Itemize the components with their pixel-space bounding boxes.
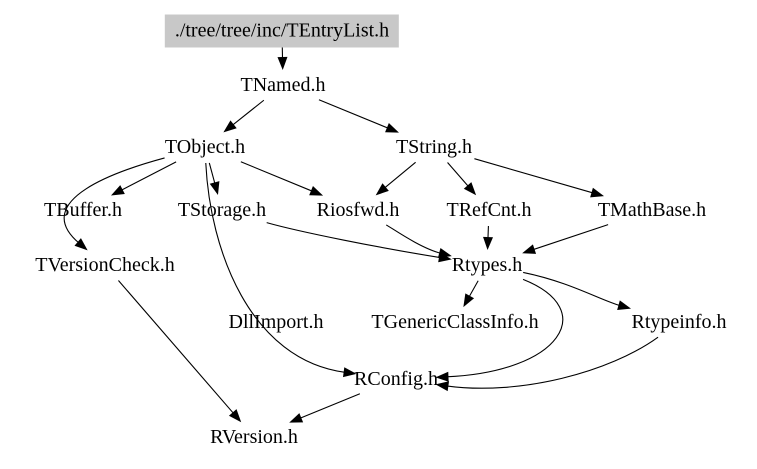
- edge-tobject-to-rconfig-arrowhead: [342, 367, 357, 378]
- edge-riosfwd-to-rtypes: [385, 224, 442, 254]
- edge-tnamed-to-tobject: [231, 99, 265, 126]
- edge-tobject-to-tstorage: [208, 162, 216, 185]
- edge-rconfig-to-rversion-arrowhead: [289, 413, 304, 423]
- edge-rtypes-to-rconfig-arrowhead: [435, 371, 449, 382]
- edge-tstorage-to-rtypes: [266, 222, 442, 259]
- edge-tobject-to-riosfwd-arrowhead: [309, 186, 324, 196]
- edge-tstring-to-tmathbase-arrowhead: [590, 187, 605, 198]
- edge-rtypes-to-tgeneric-arrowhead: [463, 293, 475, 308]
- edge-trefcnt-to-rtypes-arrowhead: [483, 236, 494, 251]
- edge-tnamed-to-tstring-arrowhead: [385, 123, 399, 133]
- edge-tobject-to-rconfig: [205, 162, 346, 373]
- graph-node-trefcnt[interactable]: TRefCnt.h: [446, 199, 532, 221]
- edge-tentrylist-to-tnamed-arrowhead: [277, 56, 288, 71]
- edge-tversioncheck-to-rversion-arrowhead: [228, 409, 242, 423]
- graph-node-rversion[interactable]: RVersion.h: [210, 426, 298, 448]
- edge-rtypeinfo-to-rconfig: [446, 336, 659, 389]
- edge-tobject-to-tstorage-arrowhead: [209, 181, 220, 196]
- edge-tmathbase-to-rtypes-arrowhead: [522, 244, 537, 254]
- graph-node-riosfwd[interactable]: Riosfwd.h: [316, 199, 400, 221]
- edge-rtypes-to-rconfig: [446, 278, 564, 378]
- edge-rtypes-to-tgeneric: [468, 280, 479, 298]
- graph-node-tobject[interactable]: TObject.h: [164, 136, 246, 158]
- graph-node-dllimport[interactable]: DllImport.h: [228, 311, 324, 333]
- graph-node-tbuffer[interactable]: TBuffer.h: [44, 199, 122, 221]
- edge-tobject-to-riosfwd: [240, 161, 314, 192]
- graph-node-tnamed[interactable]: TNamed.h: [240, 74, 326, 96]
- graph-node-tentrylist[interactable]: ./tree/tree/inc/TEntryList.h: [164, 14, 400, 48]
- edge-rtypes-to-rtypeinfo-arrowhead: [617, 300, 632, 310]
- edge-tobject-to-tversioncheck-arrowhead: [74, 238, 88, 251]
- edge-tmathbase-to-rtypes: [532, 224, 609, 251]
- graph-node-rtypes[interactable]: Rtypes.h: [451, 254, 523, 276]
- graph-node-tstorage[interactable]: TStorage.h: [177, 199, 267, 221]
- edge-rconfig-to-rversion: [299, 393, 361, 419]
- edge-tobject-to-tbuffer: [120, 161, 177, 191]
- edge-tstring-to-riosfwd-arrowhead: [375, 183, 389, 196]
- edges-group: [63, 46, 659, 423]
- edge-riosfwd-to-rtypes-arrowhead: [438, 248, 452, 258]
- graph-node-tversioncheck[interactable]: TVersionCheck.h: [35, 254, 175, 276]
- edge-tversioncheck-to-rversion: [118, 280, 235, 415]
- edge-tstring-to-tmathbase: [474, 158, 594, 194]
- edge-tobject-to-tversioncheck: [63, 157, 165, 244]
- edge-tstring-to-trefcnt-arrowhead: [463, 182, 477, 196]
- edge-tnamed-to-tobject-arrowhead: [223, 120, 237, 133]
- graph-node-tgeneric[interactable]: TGenericClassInfo.h: [371, 311, 539, 333]
- edge-tstring-to-trefcnt: [447, 162, 470, 188]
- edge-tobject-to-tbuffer-arrowhead: [110, 185, 125, 196]
- edge-tnamed-to-tstring: [318, 99, 390, 129]
- graph-node-tstring[interactable]: TString.h: [395, 136, 473, 158]
- edge-rtypes-to-rtypeinfo: [523, 271, 621, 307]
- edge-rtypeinfo-to-rconfig-arrowhead: [435, 381, 450, 392]
- graph-node-rtypeinfo[interactable]: Rtypeinfo.h: [631, 311, 727, 333]
- edge-tstring-to-riosfwd: [383, 161, 416, 189]
- graph-node-rconfig[interactable]: RConfig.h: [354, 368, 438, 390]
- graph-node-tmathbase[interactable]: TMathBase.h: [597, 199, 707, 221]
